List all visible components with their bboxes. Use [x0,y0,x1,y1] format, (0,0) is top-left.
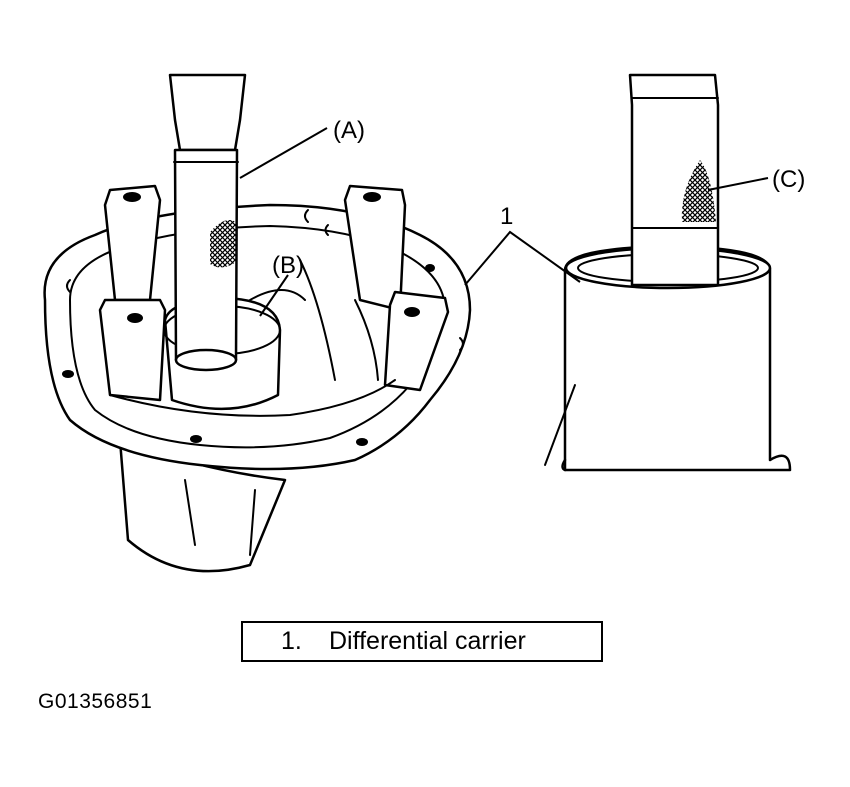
callout-a: (A) [333,117,365,144]
tool-shaft-c [628,73,720,287]
leader-one [464,230,581,286]
pedestal-front-right [383,290,450,392]
right-carrier-detail [544,73,792,472]
legend-number: 1. [281,627,302,655]
legend-text: Differential carrier [329,627,526,655]
pedestal-rear-left [103,184,162,302]
tool-handle-a [168,73,247,152]
callout-b: (B) [272,252,304,279]
leader-c [707,177,769,191]
figure-id: G01356851 [38,690,153,713]
callout-leaders [239,127,769,317]
grease-area-c [681,160,716,222]
left-carrier-assembly [43,73,472,573]
callout-one: 1 [500,203,513,230]
pedestal-rear-right [343,184,407,312]
legend-box: 1. Differential carrier [241,621,603,662]
leader-b [259,274,289,317]
grease-area-a [210,219,236,268]
carrier-neck-detail [563,244,792,472]
leader-a [239,127,328,179]
callout-c: (C) [772,166,805,193]
